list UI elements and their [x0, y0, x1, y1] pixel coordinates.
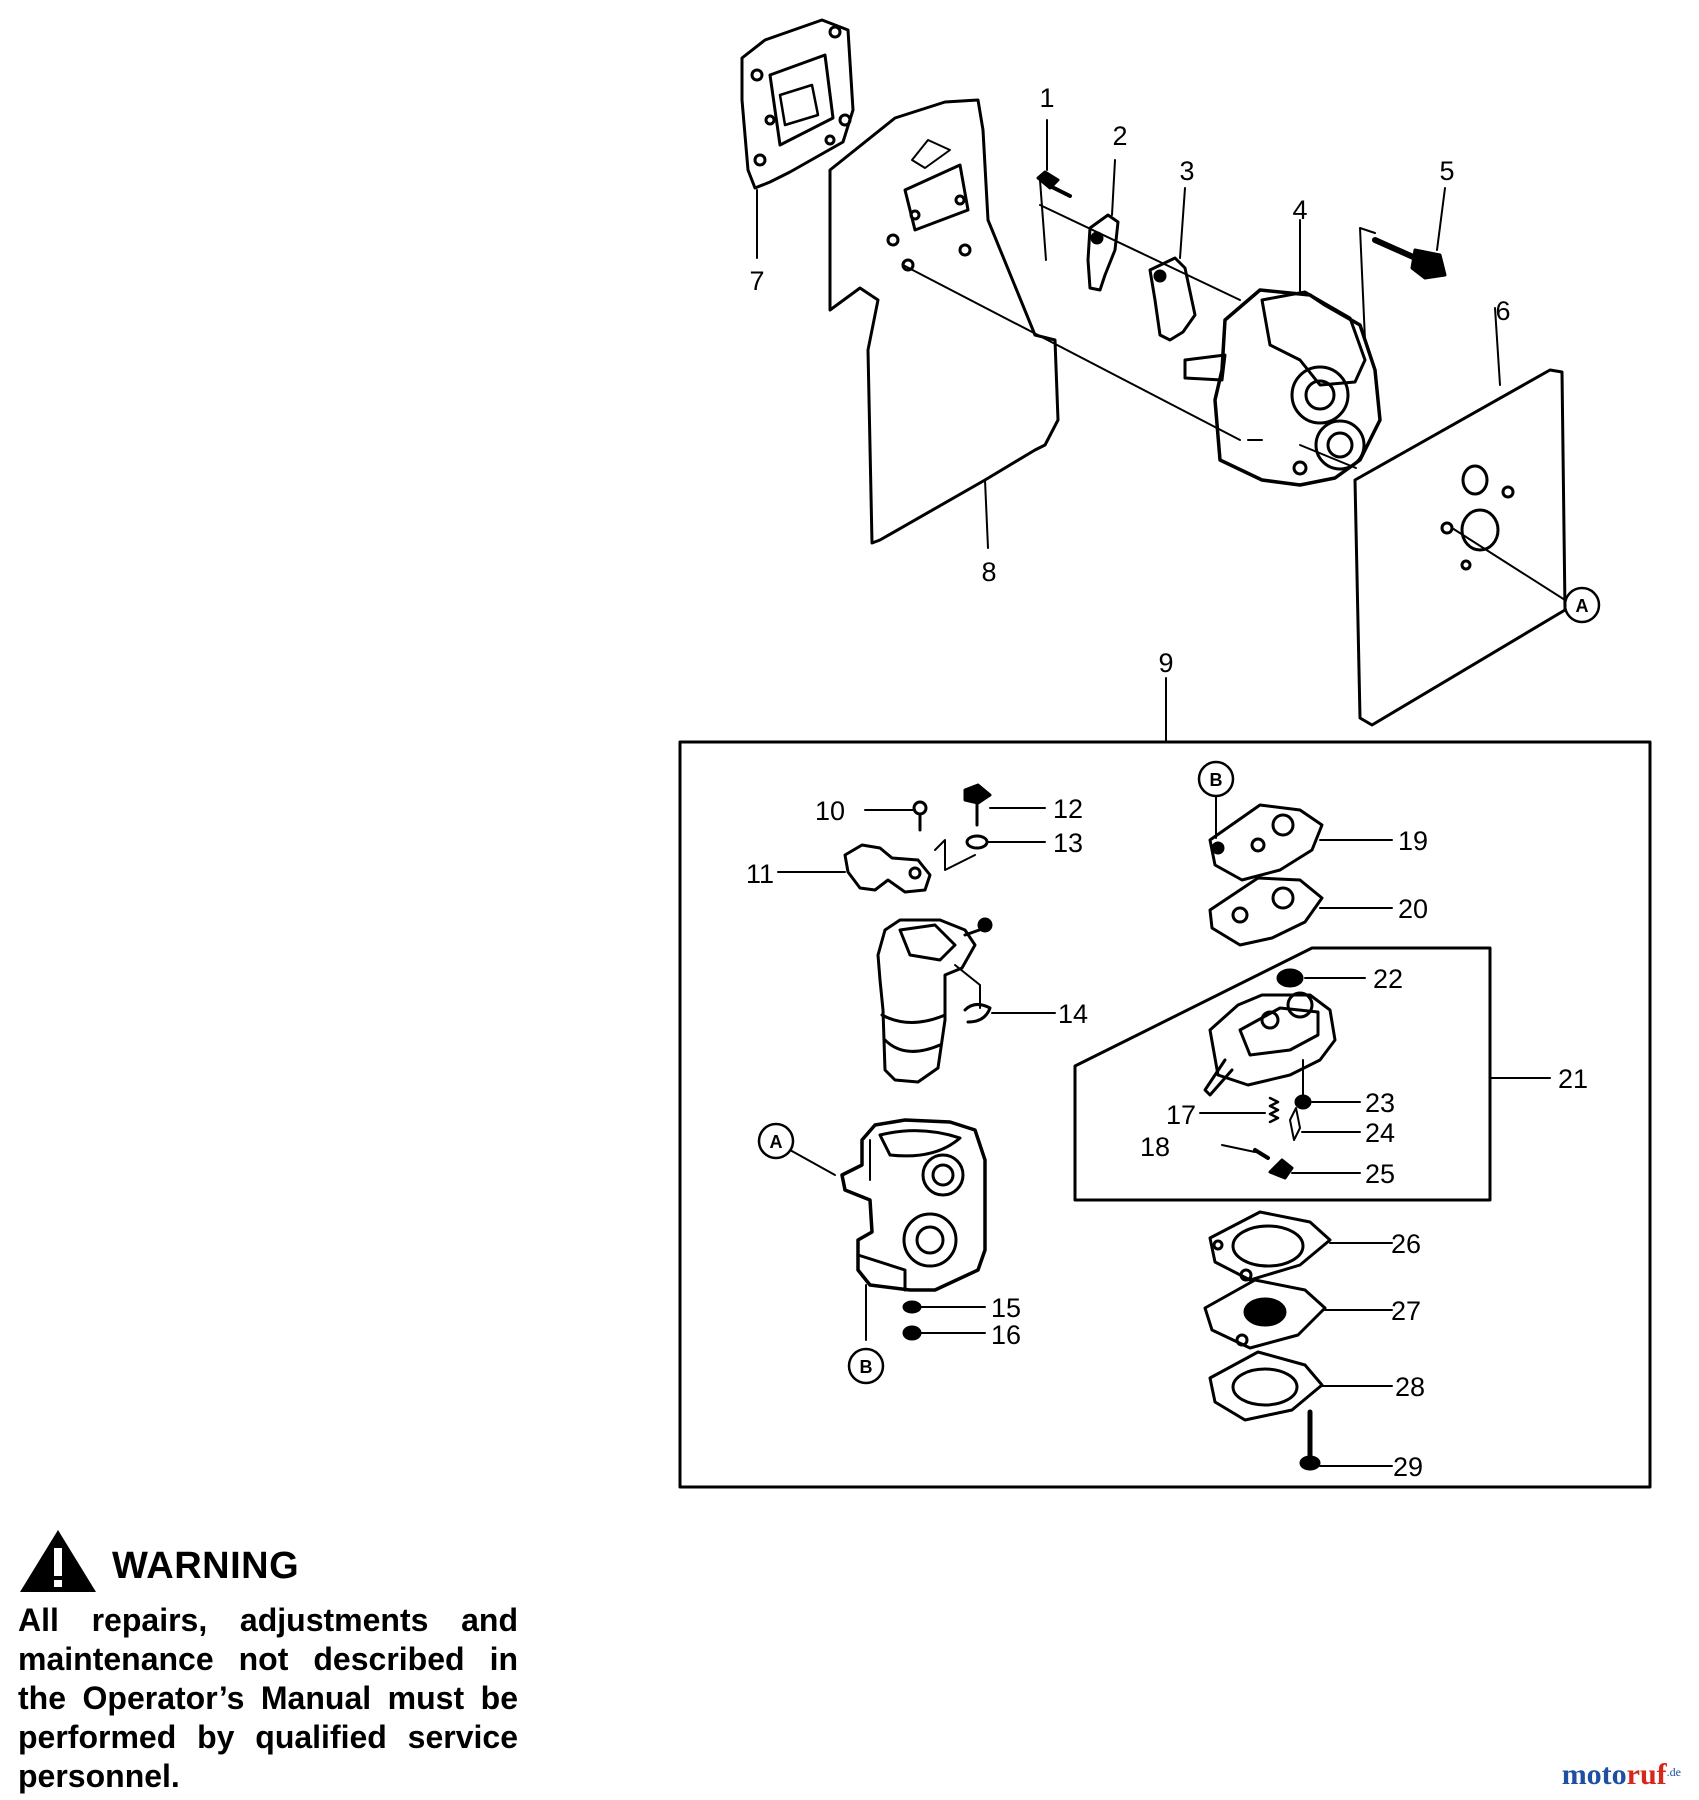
part-label-15: 15	[991, 1293, 1021, 1323]
part-label-25: 25	[1365, 1159, 1395, 1189]
part-label-22: 22	[1373, 964, 1403, 994]
part-label-10: 10	[815, 796, 845, 826]
plate-part-2	[1086, 159, 1120, 292]
part-label-12: 12	[1053, 794, 1083, 824]
part-label-4: 4	[1292, 195, 1307, 225]
part-label-11: 11	[746, 859, 774, 889]
part-label-7: 7	[749, 266, 764, 296]
warning-text: All repairs, adjustments and maintenance…	[18, 1602, 518, 1794]
part-label-23: 23	[1365, 1088, 1395, 1118]
marker-letter-b-bottom: B	[860, 1357, 873, 1377]
part-label-18: 18	[1140, 1132, 1170, 1162]
gasket-part-6	[1299, 307, 1567, 727]
warning-notice: WARNING All repairs, adjustments and mai…	[18, 1525, 518, 1796]
part-label-17: 17	[1166, 1100, 1196, 1130]
warning-header: WARNING	[18, 1525, 518, 1597]
watermark-suffix: .de	[1666, 1765, 1681, 1779]
screw-part-1	[1036, 119, 1072, 198]
part-label-5: 5	[1439, 156, 1454, 186]
part-label-2: 2	[1112, 121, 1127, 151]
warning-triangle-icon	[20, 1530, 96, 1592]
carb-body-lower	[789, 1118, 987, 1341]
part-label-14: 14	[1058, 999, 1088, 1029]
part-label-26: 26	[1391, 1229, 1421, 1259]
part-label-27: 27	[1391, 1296, 1421, 1326]
marker-letter-a-left: A	[770, 1132, 783, 1152]
part-label-8: 8	[981, 557, 996, 587]
watermark-logo: motoruf.de	[1562, 1758, 1681, 1792]
pump-assembly	[1073, 760, 1551, 1471]
reference-marker-a-2	[757, 1122, 795, 1160]
screw-part-5	[1359, 187, 1447, 341]
part-label-21: 21	[1558, 1064, 1588, 1094]
gasket-part-8	[828, 98, 1060, 549]
carb-body-part-4	[1183, 219, 1382, 487]
warning-title: WARNING	[112, 1544, 300, 1587]
part-label-13: 13	[1053, 828, 1083, 858]
watermark-part2: ruf	[1626, 1758, 1667, 1791]
part-label-20: 20	[1398, 894, 1428, 924]
watermark-part1: moto	[1561, 1758, 1627, 1791]
reference-marker-b	[847, 1347, 885, 1385]
part-label-19: 19	[1398, 826, 1428, 856]
part-label-9: 9	[1158, 648, 1173, 678]
throttle-assembly	[777, 783, 1056, 1084]
part-label-28: 28	[1395, 1372, 1425, 1402]
part-label-24: 24	[1365, 1118, 1395, 1148]
part-label-6: 6	[1495, 296, 1510, 326]
reference-marker-a	[1563, 586, 1601, 624]
part-label-16: 16	[991, 1320, 1021, 1350]
marker-letter-a-top: A	[1576, 596, 1589, 616]
part-label-29: 29	[1393, 1452, 1423, 1482]
marker-letter-b-top: B	[1210, 770, 1223, 790]
part-label-3: 3	[1179, 156, 1194, 186]
gasket-part-7	[740, 18, 855, 259]
part-label-1: 1	[1039, 83, 1054, 113]
plate-part-3	[1148, 187, 1197, 342]
